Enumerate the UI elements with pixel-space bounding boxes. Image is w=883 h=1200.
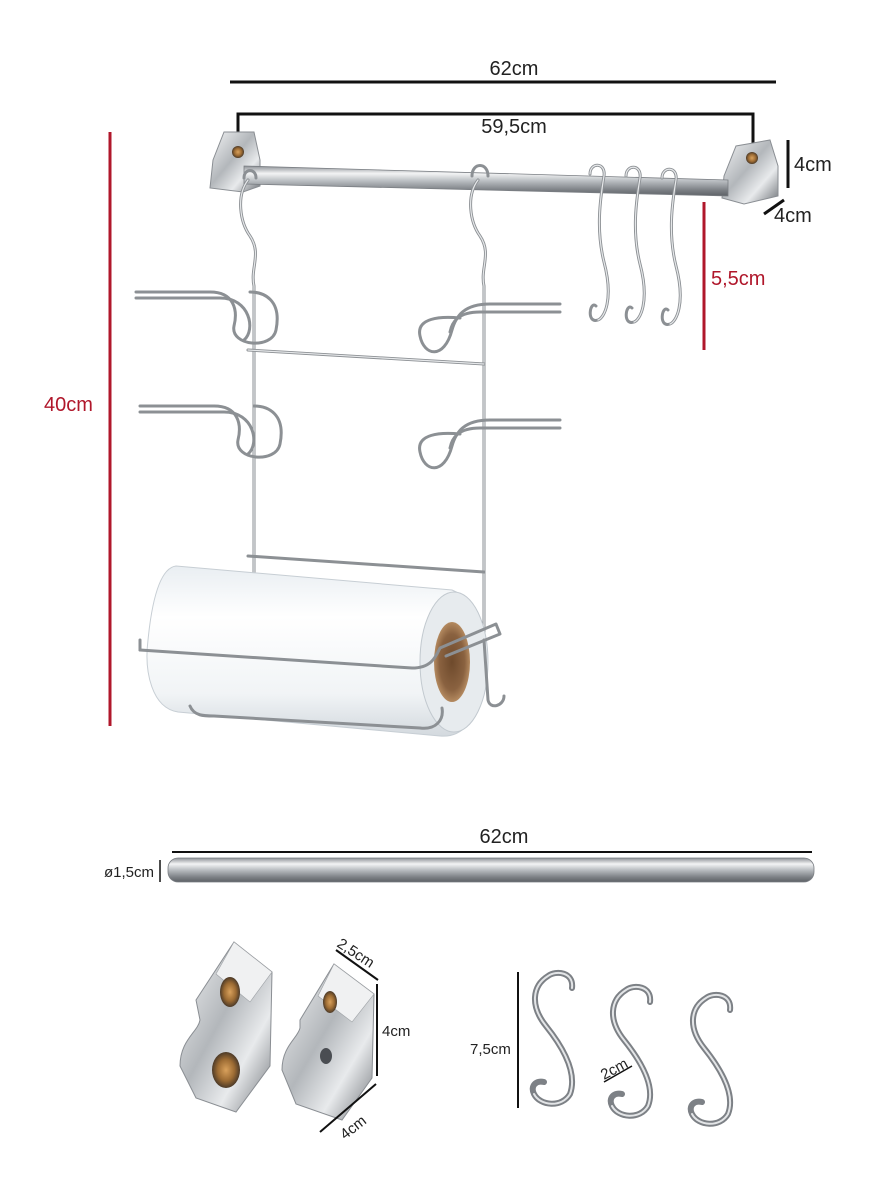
paper-towel-roll [146,565,489,737]
bracket-depth-dimension-line [763,198,785,216]
loose-s-hook-2 [607,983,654,1119]
total-height-label: 40cm [44,394,93,416]
hook-drop-label: 5,5cm [711,268,765,290]
wire-rack-frame [239,164,490,642]
bracket-depth-part-label: 2,5cm [334,935,378,972]
rod-diameter-label: ø1,5cm [104,864,154,881]
left-towel-arm-lower [138,404,283,459]
right-towel-arm-lower [418,418,562,470]
hook-width-dimension-line [603,1065,633,1083]
rail-s-hook-2 [624,165,646,324]
loose-s-hook-3 [687,991,734,1127]
bracket-depth-label: 4cm [774,205,812,227]
hook-width-label: 2cm [598,1055,631,1083]
hook-height-label: 7,5cm [470,1041,511,1058]
bracket-1-upper-hole [220,977,240,1007]
rod-length-label: 62cm [480,826,529,848]
loose-s-hook-1 [529,969,576,1107]
loose-bracket-2 [281,963,375,1121]
rail-s-hook-3 [660,167,682,326]
bracket-height-part-label: 4cm [382,1023,410,1040]
bracket-2-lower-hole [320,1048,332,1064]
bar-span-label: 59,5cm [481,116,547,138]
bracket-height-label: 4cm [794,154,832,176]
bracket-width-part-dimension-line [319,1083,377,1133]
bar-span-dimension-line [236,112,755,160]
right-towel-arm-upper [418,302,562,354]
bracket-depth-part-dimension-line [335,949,379,981]
rail-s-hook-1 [588,163,610,322]
loose-rod [167,857,815,883]
loose-bracket-1 [179,941,273,1113]
paper-towel-cradle [138,622,506,730]
bracket-2-upper-hole [323,991,337,1013]
bracket-1-lower-hole [212,1052,240,1088]
left-towel-arm-upper [134,290,279,345]
right-wall-bracket [721,139,779,205]
total-width-label: 62cm [490,58,539,80]
